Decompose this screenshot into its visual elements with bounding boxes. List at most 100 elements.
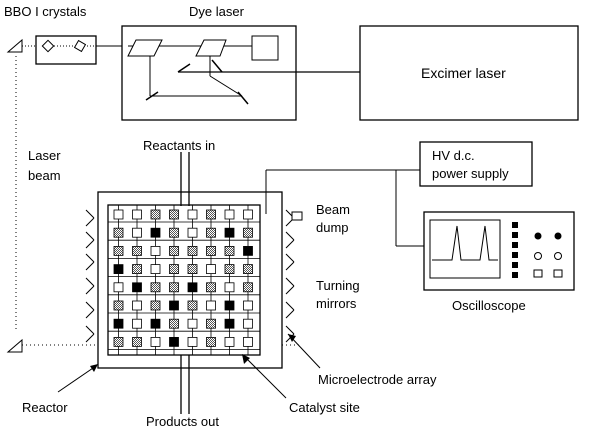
catalyst-site (243, 227, 253, 238)
catalyst-site (150, 227, 161, 238)
microelectrode-arrowhead (288, 334, 296, 342)
catalyst-site (169, 209, 179, 220)
catalyst-arrowhead (242, 354, 250, 364)
catalyst-site (132, 209, 142, 220)
catalyst-site (187, 227, 198, 238)
products-out-label: Products out (146, 414, 219, 429)
catalyst-site (169, 227, 179, 238)
catalyst-site (132, 300, 142, 311)
catalyst-site (150, 318, 161, 329)
catalyst-site (206, 318, 216, 329)
catalyst-site (187, 282, 198, 293)
catalyst-site (113, 245, 124, 256)
catalyst-site (150, 264, 161, 275)
oscilloscope-screen (429, 219, 501, 279)
catalyst-site (224, 227, 235, 238)
scope-key (512, 242, 518, 248)
bbo-crystals-box (35, 35, 97, 65)
catalyst-site (243, 282, 253, 293)
dye-mirror-c (237, 91, 249, 105)
catalyst-site (169, 245, 179, 256)
catalyst-site (224, 300, 235, 311)
catalyst-site (150, 300, 161, 311)
laser-beam-label-1: Laser (28, 148, 61, 163)
catalyst-site (224, 318, 235, 329)
catalyst-site (150, 336, 161, 347)
catalyst-site (187, 336, 198, 347)
turning-mirror-left (85, 301, 95, 319)
turning-mirror-right (285, 301, 295, 319)
hv-supply-label-1: HV d.c. (432, 148, 475, 163)
catalyst-site (113, 227, 124, 238)
catalyst-site (132, 264, 142, 275)
catalyst-site (132, 245, 142, 256)
dye-cell (251, 35, 279, 61)
catalyst-site (224, 264, 235, 275)
beam-dump-label-2: dump (316, 220, 349, 235)
scope-key (512, 232, 518, 238)
catalyst-site (187, 318, 198, 329)
catalyst-site (243, 336, 253, 347)
catalyst-site (206, 245, 216, 256)
bottom-left-mirror (6, 338, 23, 353)
catalyst-site (132, 318, 142, 329)
catalyst-site (132, 336, 142, 347)
scope-knob (534, 232, 542, 240)
turning-mirror-right (285, 253, 295, 271)
scope-key (512, 222, 518, 228)
reactor-arrowhead (90, 364, 98, 372)
scope-key (512, 252, 518, 258)
catalyst-site (187, 209, 198, 220)
scope-knob (534, 252, 542, 260)
turning-mirrors-label-2: mirrors (316, 296, 357, 311)
beam-dump-label-1: Beam (316, 202, 350, 217)
catalyst-site (224, 336, 235, 347)
catalyst-site (243, 245, 253, 256)
turning-mirror-left (85, 253, 95, 271)
beam-dump-box (291, 211, 303, 221)
dye-prism-2 (195, 39, 227, 57)
catalyst-site (224, 282, 235, 293)
scope-key (512, 272, 518, 278)
catalyst-site (169, 318, 179, 329)
reactor-label: Reactor (22, 400, 68, 415)
catalyst-site-label: Catalyst site (289, 400, 360, 415)
catalyst-site (113, 282, 124, 293)
turning-mirror-left (85, 209, 95, 227)
right-turning-mirrors (285, 209, 295, 343)
hv-supply-label-2: power supply (432, 166, 509, 181)
electrode-grid (108, 205, 260, 355)
dye-prism-1 (127, 39, 163, 57)
scope-switch (553, 269, 563, 278)
oscilloscope-trace (432, 225, 498, 261)
catalyst-pointer (245, 357, 287, 399)
catalyst-site (169, 264, 179, 275)
catalyst-site (206, 264, 216, 275)
reactor-pointer (57, 365, 97, 393)
catalyst-site (206, 282, 216, 293)
scope-knob (554, 232, 562, 240)
catalyst-site (169, 336, 179, 347)
catalyst-site (206, 300, 216, 311)
dye-mirror-d (211, 59, 223, 73)
catalyst-site (243, 318, 253, 329)
excimer-laser-label: Excimer laser (421, 65, 506, 81)
scope-switch (533, 269, 543, 278)
catalyst-site (243, 209, 253, 220)
catalyst-site (187, 245, 198, 256)
catalyst-site (113, 264, 124, 275)
catalyst-site (132, 282, 142, 293)
turning-mirror-left (85, 325, 95, 343)
catalyst-site (206, 209, 216, 220)
bbo-crystal-1 (41, 39, 55, 53)
catalyst-site (224, 209, 235, 220)
bbo-crystals-label: BBO I crystals (4, 4, 87, 19)
excimer-laser-box (359, 25, 579, 121)
scope-key (512, 262, 518, 268)
laser-beam-label-2: beam (28, 168, 61, 183)
scope-knob (554, 252, 562, 260)
top-left-mirror (6, 38, 23, 53)
catalyst-site (169, 300, 179, 311)
turning-mirror-right (285, 277, 295, 295)
